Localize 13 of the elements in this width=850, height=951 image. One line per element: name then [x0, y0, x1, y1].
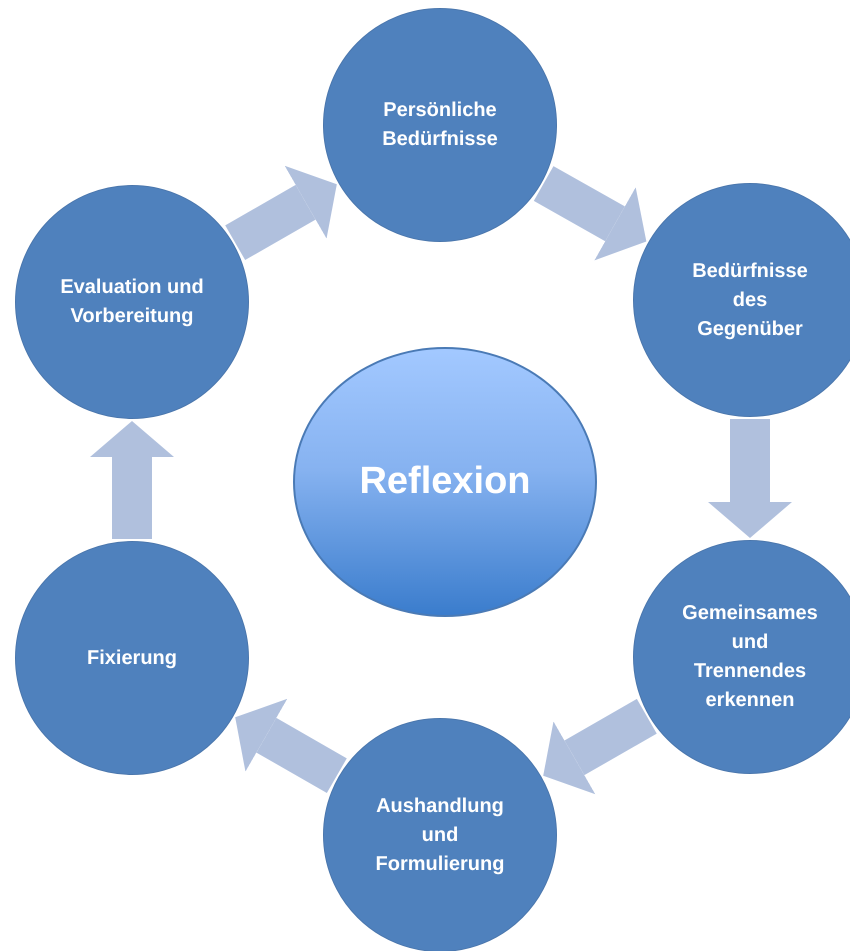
- block-arrow: [534, 166, 646, 260]
- step-label: Bedürfnisse des Gegenüber: [691, 258, 809, 342]
- step-label: Aushandlung und Formulierung: [374, 794, 506, 876]
- step-label: Gemeinsames und Trennendes erkennen: [681, 601, 819, 713]
- step-label: Evaluation und Vorbereitung: [59, 275, 205, 329]
- center-title: Reflexion: [359, 459, 531, 504]
- block-arrow: [90, 421, 174, 539]
- step-label: Persönliche Bedürfnisse: [381, 98, 499, 152]
- step-label: Fixierung: [86, 646, 177, 670]
- block-arrow: [225, 166, 337, 260]
- block-arrow: [235, 698, 347, 794]
- block-arrow: [543, 698, 657, 794]
- block-arrow: [708, 419, 792, 538]
